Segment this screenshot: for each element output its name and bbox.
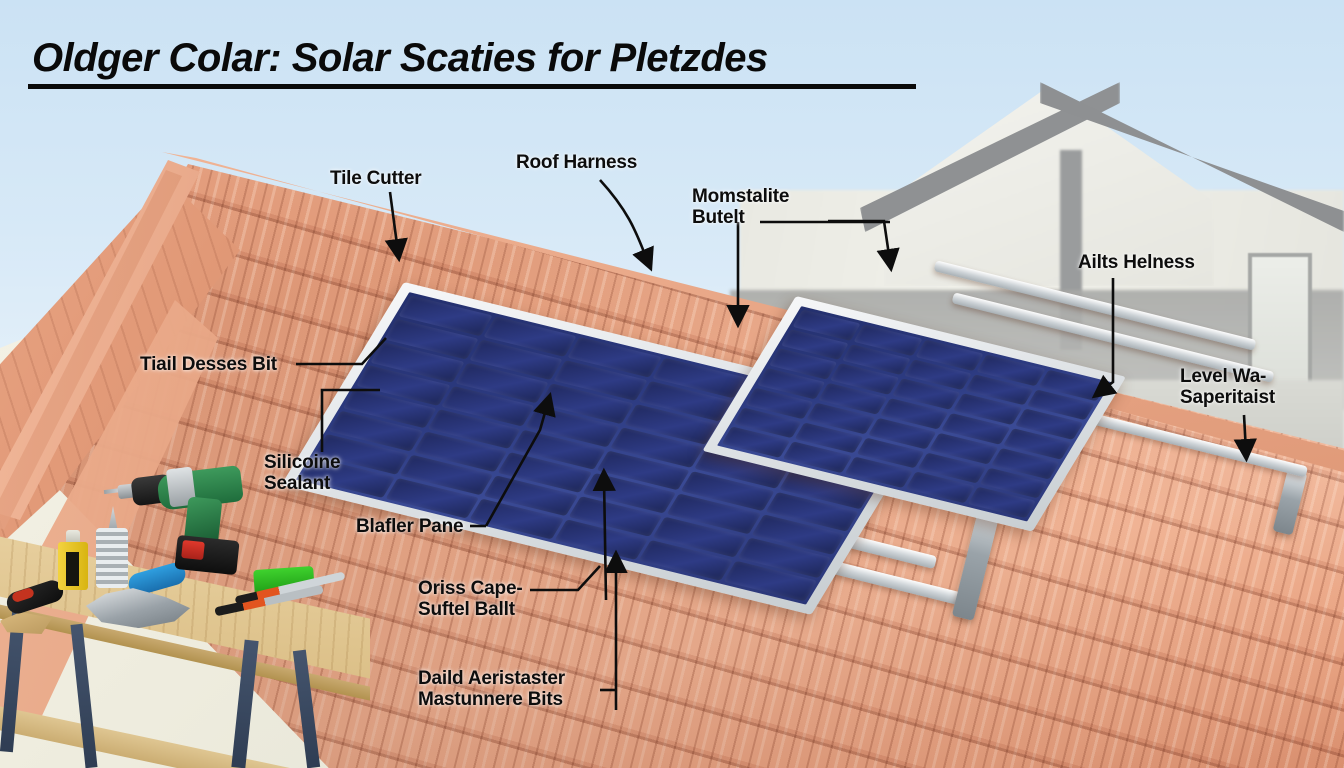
page-title: Oldger Colar: Solar Scaties for Pletzdes	[32, 36, 768, 80]
yellow-canister-window	[66, 552, 79, 586]
label-momstalite-butelt: Momstalite Butelt	[692, 186, 790, 229]
label-ailts-helness: Ailts Helness	[1078, 252, 1195, 273]
title-underline	[28, 84, 916, 89]
label-level-wa-saperitaist: Level Wa- Saperitaist	[1180, 366, 1275, 409]
sealant-tube-nozzle	[108, 506, 118, 532]
label-tiail-desses-bit: Tiail Desses Bit	[140, 354, 277, 375]
label-silicoine-sealant: Silicoine Sealant	[264, 452, 341, 495]
label-blafler-pane: Blafler Pane	[356, 516, 464, 537]
label-roof-harness: Roof Harness	[516, 152, 638, 173]
label-oriss-cape-suftel-ballt: Oriss Cape- Suftel Ballt	[418, 578, 523, 621]
label-tile-cutter: Tile Cutter	[330, 168, 422, 189]
sealant-tube	[96, 528, 128, 588]
tool-strap	[0, 612, 52, 634]
label-daild-aeristaster: Daild Aeristaster Mastunnere Bits	[418, 668, 565, 711]
drill-battery-button	[181, 539, 205, 561]
